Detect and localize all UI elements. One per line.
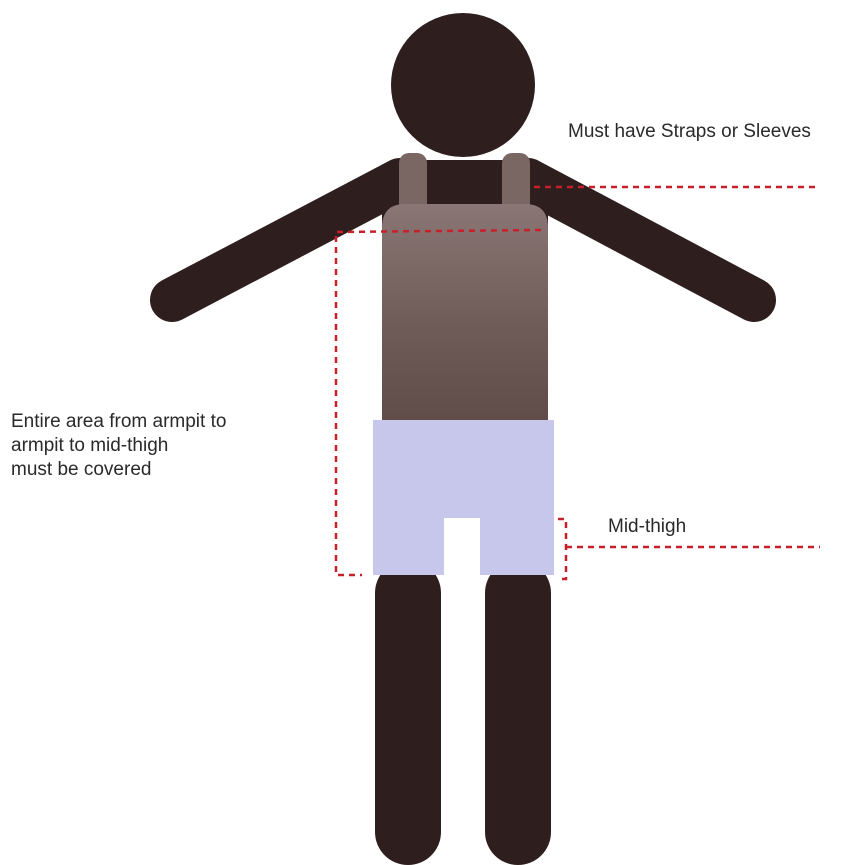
coverage-label: Entire area from armpit to armpit to mid… bbox=[11, 410, 226, 481]
left-leg bbox=[375, 560, 441, 865]
coverage-label-line-1: Entire area from armpit to bbox=[11, 410, 226, 434]
shorts bbox=[373, 420, 554, 575]
mid-thigh-bracket bbox=[558, 519, 566, 579]
mid-thigh-label: Mid-thigh bbox=[608, 515, 686, 539]
head bbox=[391, 13, 535, 157]
right-leg bbox=[485, 560, 551, 865]
straps-label: Must have Straps or Sleeves bbox=[568, 120, 811, 144]
right-arm bbox=[528, 180, 754, 300]
coverage-label-line-3: must be covered bbox=[11, 458, 226, 482]
left-arm bbox=[172, 180, 400, 300]
coverage-label-line-2: armpit to mid-thigh bbox=[11, 434, 226, 458]
top-garment bbox=[382, 204, 548, 425]
